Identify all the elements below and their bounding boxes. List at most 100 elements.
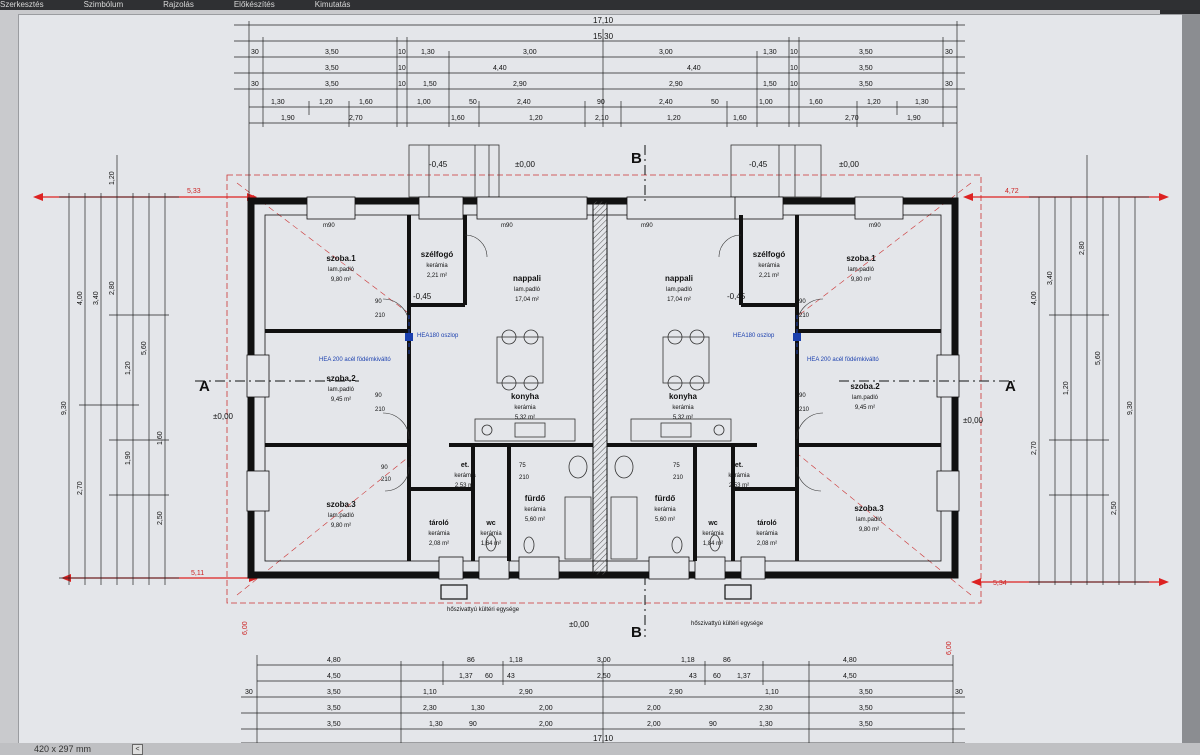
- svg-text:9,30: 9,30: [1127, 401, 1134, 415]
- svg-text:2,90: 2,90: [519, 689, 533, 696]
- indoor-levels: -0,45 -0,45: [413, 292, 746, 301]
- svg-text:86: 86: [723, 657, 731, 664]
- svg-text:HEA 200 acél födémkiváltó: HEA 200 acél födémkiváltó: [319, 357, 391, 363]
- top-dimension-lines: [234, 21, 965, 205]
- svg-text:lam.padló: lam.padló: [514, 287, 541, 293]
- svg-text:30: 30: [251, 49, 259, 56]
- svg-text:30: 30: [945, 81, 953, 88]
- svg-text:2,70: 2,70: [77, 481, 84, 495]
- svg-text:konyha: konyha: [669, 392, 698, 401]
- svg-text:1,84 m²: 1,84 m²: [703, 541, 723, 547]
- svg-text:17,04 m²: 17,04 m²: [515, 297, 539, 303]
- svg-text:1,30: 1,30: [763, 49, 777, 56]
- svg-text:nappali: nappali: [513, 274, 541, 283]
- svg-text:2,90: 2,90: [669, 689, 683, 696]
- svg-text:lam.padló: lam.padló: [666, 287, 693, 293]
- svg-text:5,60: 5,60: [1095, 351, 1102, 365]
- drawing-sheet[interactable]: 5,33 4,72 5,11 5,34 17,10 15,30 30 3,5: [18, 14, 1184, 746]
- svg-text:1,20: 1,20: [109, 171, 116, 185]
- svg-text:75: 75: [519, 463, 526, 469]
- svg-text:2,30: 2,30: [423, 705, 437, 712]
- svg-text:1,18: 1,18: [681, 657, 695, 664]
- svg-text:±0,00: ±0,00: [839, 160, 860, 169]
- menu-item-3[interactable]: Előkészítés: [233, 0, 275, 9]
- svg-text:2,53 m²: 2,53 m²: [455, 483, 475, 489]
- svg-text:10: 10: [398, 65, 406, 72]
- svg-text:1,37: 1,37: [459, 673, 473, 680]
- svg-text:9,80 m²: 9,80 m²: [331, 523, 351, 529]
- kitchen-counter: [474, 418, 732, 442]
- svg-text:30: 30: [245, 689, 253, 696]
- svg-text:lam.padló: lam.padló: [328, 387, 355, 393]
- svg-text:3,50: 3,50: [325, 49, 339, 56]
- section-label-b-bottom: B: [631, 624, 642, 641]
- svg-text:kerámia: kerámia: [426, 263, 448, 269]
- rooms-left-unit: szoba.1 lam.padló 9,80 m² szoba.2 lam.pa…: [326, 250, 546, 547]
- svg-text:210: 210: [799, 313, 810, 319]
- window-marks: m90 m90 m90 m90: [323, 223, 881, 229]
- svg-text:9,80 m²: 9,80 m²: [331, 277, 351, 283]
- status-bar: 420 x 297 mm <: [0, 743, 1200, 755]
- svg-text:szoba.1: szoba.1: [846, 254, 876, 263]
- svg-text:m90: m90: [501, 223, 513, 229]
- svg-text:2,50: 2,50: [157, 511, 164, 525]
- svg-text:30: 30: [945, 49, 953, 56]
- svg-text:1,20: 1,20: [1063, 381, 1070, 395]
- svg-text:4,80: 4,80: [843, 657, 857, 664]
- svg-text:±0,00: ±0,00: [515, 160, 536, 169]
- svg-text:75: 75: [673, 463, 680, 469]
- svg-text:kerámia: kerámia: [454, 473, 476, 479]
- svg-text:2,80: 2,80: [1079, 241, 1086, 255]
- svg-text:1,30: 1,30: [429, 721, 443, 728]
- svg-text:2,08 m²: 2,08 m²: [757, 541, 777, 547]
- svg-text:konyha: konyha: [511, 392, 540, 401]
- svg-text:2,21 m²: 2,21 m²: [427, 273, 447, 279]
- svg-text:3,50: 3,50: [327, 705, 341, 712]
- svg-text:lam.padló: lam.padló: [328, 513, 355, 519]
- svg-text:kerámia: kerámia: [654, 507, 676, 513]
- top-row3-labels: 30 3,50 10 1,50 2,90 2,90 1,50 10 3,50 3…: [251, 81, 953, 88]
- svg-text:30: 30: [251, 81, 259, 88]
- svg-text:szélfogó: szélfogó: [421, 250, 454, 259]
- svg-text:-0,45: -0,45: [749, 160, 768, 169]
- overhang-right: 4,72: [1005, 188, 1019, 195]
- svg-text:3,50: 3,50: [859, 721, 873, 728]
- svg-text:lam.padló: lam.padló: [856, 517, 883, 523]
- svg-text:2,00: 2,00: [647, 705, 661, 712]
- top-windows: [306, 196, 904, 220]
- overhang-bottom-right: 5,34: [993, 580, 1007, 587]
- svg-text:tároló: tároló: [429, 520, 448, 527]
- top-row5-labels: 1,90 2,70 1,60 1,20 2,10 1,20 1,60 2,70 …: [281, 115, 921, 122]
- svg-text:4,50: 4,50: [327, 673, 341, 680]
- svg-text:3,50: 3,50: [859, 705, 873, 712]
- svg-text:3,50: 3,50: [859, 65, 873, 72]
- overhang-bottom-left: 5,11: [191, 570, 204, 577]
- menu-item-2[interactable]: Rajzolás: [163, 0, 194, 9]
- svg-text:50: 50: [469, 99, 477, 106]
- svg-text:1,60: 1,60: [733, 115, 747, 122]
- scroll-left-button[interactable]: <: [132, 744, 143, 755]
- svg-text:3,40: 3,40: [93, 291, 100, 305]
- level-right: ±0,00: [963, 416, 984, 425]
- menu-item-4[interactable]: Kimutatás: [314, 0, 351, 9]
- svg-text:3,50: 3,50: [859, 689, 873, 696]
- svg-text:210: 210: [375, 407, 386, 413]
- svg-text:210: 210: [799, 407, 810, 413]
- bottom-windows: [438, 556, 766, 580]
- svg-text:kerámia: kerámia: [524, 507, 546, 513]
- svg-text:1,20: 1,20: [319, 99, 333, 106]
- svg-text:szoba.2: szoba.2: [326, 374, 356, 383]
- svg-text:4,00: 4,00: [1031, 291, 1038, 305]
- menu-item-0[interactable]: Szerkesztés: [0, 0, 44, 9]
- roof-outline: [226, 174, 982, 604]
- svg-text:-0,45: -0,45: [429, 160, 448, 169]
- svg-text:3,50: 3,50: [325, 65, 339, 72]
- svg-text:1,60: 1,60: [359, 99, 373, 106]
- menu-item-1[interactable]: Szimbólum: [83, 0, 124, 9]
- svg-text:4,80: 4,80: [327, 657, 341, 664]
- svg-text:et.: et.: [735, 462, 743, 469]
- floor-plan[interactable]: 5,33 4,72 5,11 5,34 17,10 15,30 30 3,5: [19, 15, 1183, 745]
- dim-total: 17,10: [593, 16, 614, 25]
- svg-text:m90: m90: [869, 223, 881, 229]
- section-label-b-top: B: [631, 150, 642, 167]
